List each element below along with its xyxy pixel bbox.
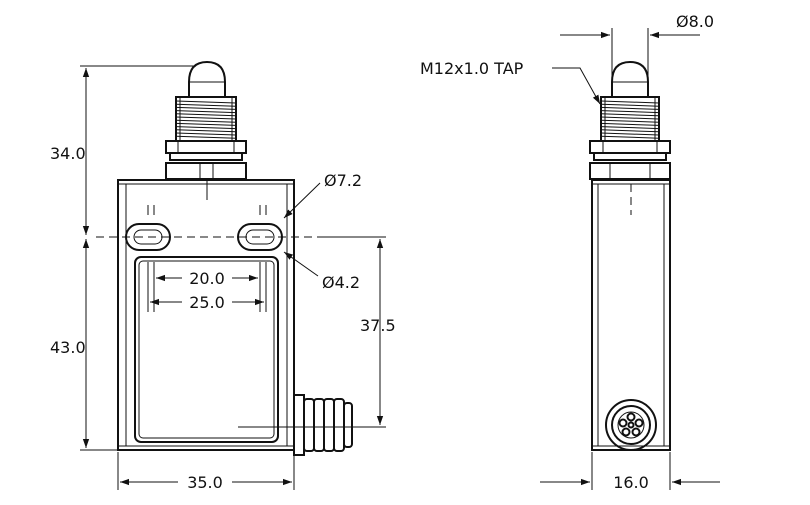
dim-hole-inner: Ø4.2 xyxy=(322,273,360,292)
front-washer xyxy=(169,152,243,161)
thread-line xyxy=(175,126,237,130)
side-dimensions xyxy=(540,28,720,490)
thread-line xyxy=(175,103,237,107)
thread-line xyxy=(600,129,660,133)
thread-line xyxy=(600,103,660,107)
front-dimensions xyxy=(80,65,386,490)
thread-callout: M12x1.0 TAP xyxy=(420,59,524,78)
side-body xyxy=(591,179,671,451)
thread-line xyxy=(175,110,237,114)
thread-line xyxy=(175,100,237,104)
thread-line xyxy=(600,119,660,123)
dim-slot-outer: 25.0 xyxy=(189,293,225,312)
front-plunger-dome xyxy=(188,60,226,97)
side-connector xyxy=(605,399,657,451)
thread-line xyxy=(600,106,660,110)
thread-line xyxy=(600,100,660,104)
thread-line xyxy=(600,116,660,120)
dim-height-bottom: 43.0 xyxy=(50,338,86,357)
front-hex-nut-lower xyxy=(165,162,247,180)
side-hex-nut-lower xyxy=(589,162,671,180)
dim-hole-outer: Ø7.2 xyxy=(324,171,362,190)
side-hex-nut-upper xyxy=(589,140,671,154)
front-view xyxy=(96,60,353,456)
dim-mount-height: 37.5 xyxy=(360,316,396,335)
thread-line xyxy=(175,122,237,126)
thread-line xyxy=(175,119,237,123)
side-washer xyxy=(593,152,667,161)
thread-line xyxy=(600,132,660,136)
thread-line xyxy=(600,126,660,130)
thread-line xyxy=(600,135,660,139)
thread-line xyxy=(600,110,660,114)
thread-line xyxy=(175,135,237,139)
thread-line xyxy=(600,122,660,126)
thread-line xyxy=(175,116,237,120)
dim-width: 35.0 xyxy=(187,473,223,492)
side-thread-lines xyxy=(600,98,660,141)
front-cover-plate xyxy=(134,256,279,443)
thread-line xyxy=(175,106,237,110)
dim-slot-inner: 20.0 xyxy=(189,269,225,288)
dim-plunger-diameter: Ø8.0 xyxy=(676,12,714,31)
thread-line xyxy=(175,129,237,133)
front-thread-lines xyxy=(175,98,237,141)
side-view xyxy=(589,60,671,451)
front-body xyxy=(117,179,295,451)
dim-height-top: 34.0 xyxy=(50,144,86,163)
thread-line xyxy=(175,132,237,136)
side-plunger-dome xyxy=(611,60,649,97)
dim-side-width: 16.0 xyxy=(613,473,649,492)
thread-line xyxy=(175,113,237,117)
cable-gland xyxy=(293,394,353,456)
thread-line xyxy=(600,113,660,117)
